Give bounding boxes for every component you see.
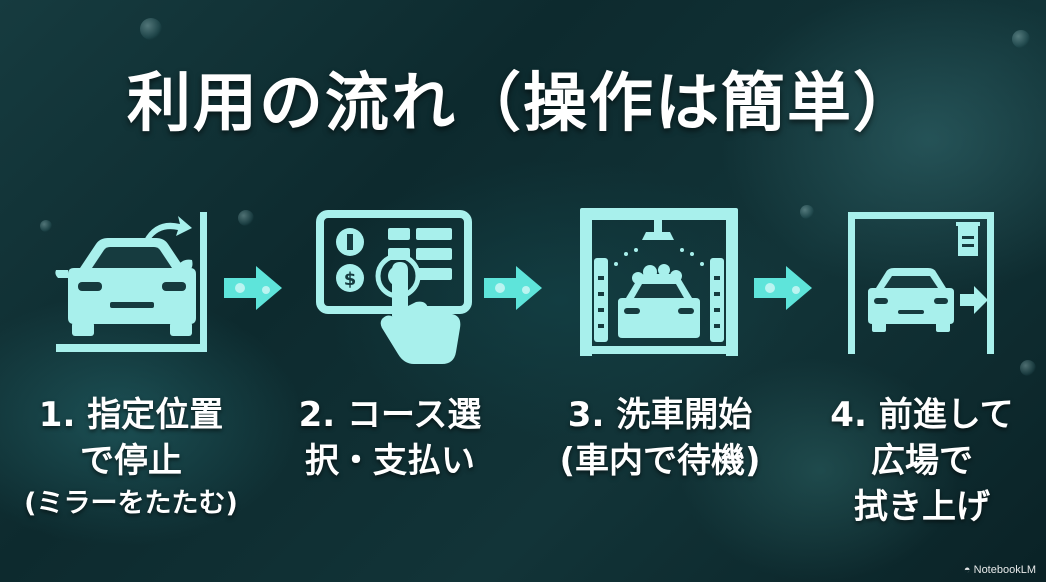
watermark-text: NotebookLM [973,564,1036,576]
car-wash-gantry-icon [580,208,738,356]
water-droplet [40,220,52,232]
watermark: ◓ NotebookLM [964,564,1036,576]
page-title: 利用の流れ（操作は簡単） [127,67,919,141]
notebook-logo-icon: ◓ [963,564,974,576]
step-2-label: 2. コース選 択・支払い [272,392,508,484]
payment-panel-icon: $ [316,210,472,364]
water-droplet [1012,30,1030,48]
step-3-subtitle: (車内で待機) [559,441,761,481]
step-4-note: 拭き上げ [854,487,990,527]
step-2-subtitle: 択・支払い [305,441,475,481]
water-droplet [1020,360,1036,376]
step-1-title: 1. 指定位置 [38,395,224,435]
step-1-label: 1. 指定位置 で停止 (ミラーをたたむ) [0,392,262,524]
arrow-right-icon [484,266,542,310]
arrow-right-icon [754,266,812,310]
water-droplet [800,205,814,219]
step-1-subtitle: で停止 [80,441,182,481]
water-droplet [238,210,254,226]
svg-text:$: $ [344,269,357,290]
car-folding-mirror-icon [55,212,207,352]
step-1-note: (ミラーをたたむ) [24,488,238,519]
water-droplet [140,18,162,40]
arrow-right-icon [224,266,282,310]
car-exit-towel-icon [848,212,994,354]
step-3-label: 3. 洗車開始 (車内で待機) [540,392,780,484]
step-2-title: 2. コース選 [298,395,482,435]
step-4-label: 4. 前進して 広場で 拭き上げ [806,392,1038,530]
step-4-subtitle: 広場で [871,441,973,481]
step-4-title: 4. 前進して [830,395,1014,435]
step-3-title: 3. 洗車開始 [567,395,753,435]
